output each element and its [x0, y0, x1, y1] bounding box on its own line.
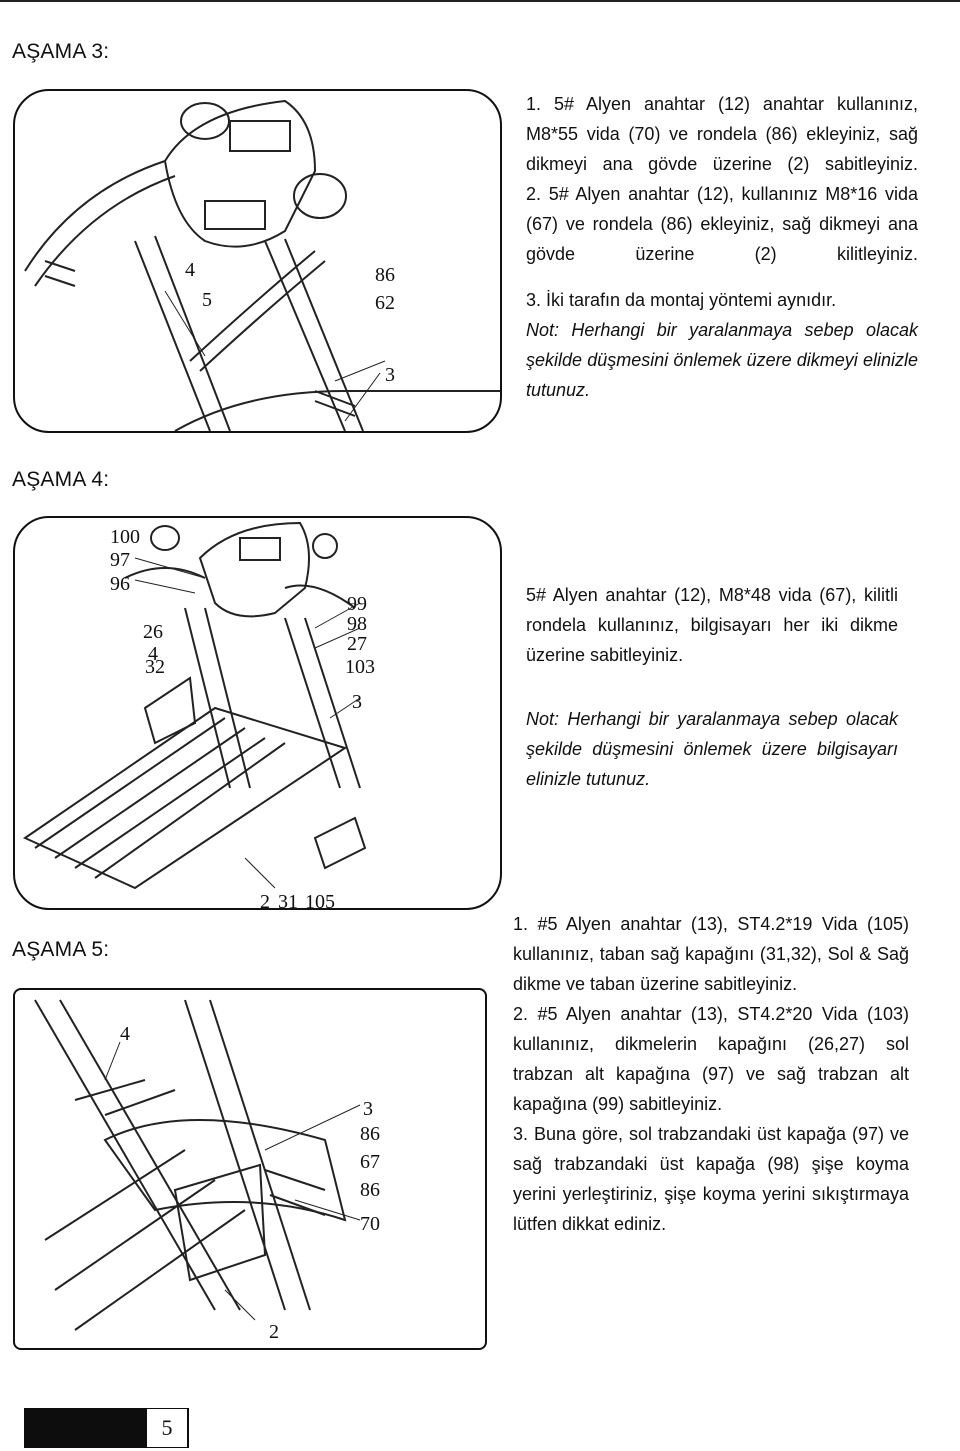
stage4-callout-96: 96 — [110, 573, 130, 595]
page-number: 5 — [146, 1408, 188, 1448]
top-rule — [0, 0, 960, 6]
stage5-step-1: 1. #5 Alyen anahtar (13), ST4.2*19 Vida … — [513, 914, 909, 994]
stage3-callout-4: 4 — [185, 259, 195, 281]
stage3-text: 1. 5# Alyen anahtar (12) anahtar kullanı… — [526, 89, 918, 405]
stage4-callout-100: 100 — [110, 526, 140, 548]
stage4-note: Not: Herhangi bir yaralanmaya sebep olac… — [526, 709, 898, 789]
stage5-heading: AŞAMA 5: — [12, 938, 110, 961]
stage4-callout-26: 26 — [143, 621, 163, 643]
stage5-step-3: 3. Buna göre, sol trabzandaki üst kapağa… — [513, 1124, 909, 1234]
stage3-step-1: 1. 5# Alyen anahtar (12) anahtar kullanı… — [526, 94, 918, 174]
stage4-callout-98: 98 — [347, 613, 367, 635]
stage4-callout-3: 3 — [352, 691, 362, 713]
stage3-callout-3: 3 — [385, 364, 395, 386]
stage3-callout-62: 62 — [375, 292, 395, 314]
stage5-callout-86b: 86 — [360, 1179, 380, 1201]
stage5-text: 1. #5 Alyen anahtar (13), ST4.2*19 Vida … — [513, 909, 909, 1239]
stage3-step-3: 3. İki tarafın da montaj yöntemi aynıdır… — [526, 290, 837, 310]
stage4-diagram: 100 97 96 26 4 32 99 98 27 103 3 2 31 10… — [13, 516, 502, 910]
stage3-diagram: 4 5 86 62 3 — [13, 89, 502, 433]
stage3-illustration: 4 5 86 62 3 — [24, 99, 500, 431]
stage4-callout-4: 4 — [148, 643, 158, 665]
stage4-instruction: 5# Alyen anahtar (12), M8*48 vida (67), … — [526, 585, 898, 665]
stage5-callout-2: 2 — [269, 1321, 279, 1343]
stage3-heading: AŞAMA 3: — [12, 40, 110, 63]
stage5-callout-86: 86 — [360, 1123, 380, 1145]
stage5-diagram: 4 3 86 67 86 70 2 — [13, 988, 487, 1350]
stage3-note: Not: Herhangi bir yaralanmaya sebep olac… — [526, 320, 918, 400]
stage4-callout-97: 97 — [110, 549, 130, 571]
stage4-callout-31: 31 — [278, 891, 298, 908]
stage3-callout-5: 5 — [202, 289, 212, 311]
stage5-illustration: 4 3 86 67 86 70 2 — [34, 999, 380, 1343]
stage5-callout-4: 4 — [120, 1023, 130, 1045]
stage3-step-2: 2. 5# Alyen anahtar (12), kullanınız M8*… — [526, 184, 918, 264]
stage5-step-2: 2. #5 Alyen anahtar (13), ST4.2*20 Vida … — [513, 1004, 909, 1114]
stage5-callout-3: 3 — [363, 1098, 373, 1120]
stage4-callout-99: 99 — [347, 593, 367, 615]
stage4-callout-32: 32 — [145, 656, 165, 678]
stage4-callout-27: 27 — [347, 633, 367, 655]
stage4-illustration: 100 97 96 26 4 32 99 98 27 103 3 2 31 10… — [22, 521, 375, 908]
stage5-callout-70: 70 — [360, 1213, 380, 1235]
stage5-callout-67: 67 — [360, 1151, 380, 1173]
stage3-callout-86: 86 — [375, 264, 395, 286]
stage4-callout-2: 2 — [260, 891, 270, 908]
stage4-heading: AŞAMA 4: — [12, 468, 110, 491]
stage4-callout-103: 103 — [345, 656, 375, 678]
stage4-callout-105: 105 — [305, 891, 335, 908]
stage4-text: 5# Alyen anahtar (12), M8*48 vida (67), … — [526, 580, 898, 794]
